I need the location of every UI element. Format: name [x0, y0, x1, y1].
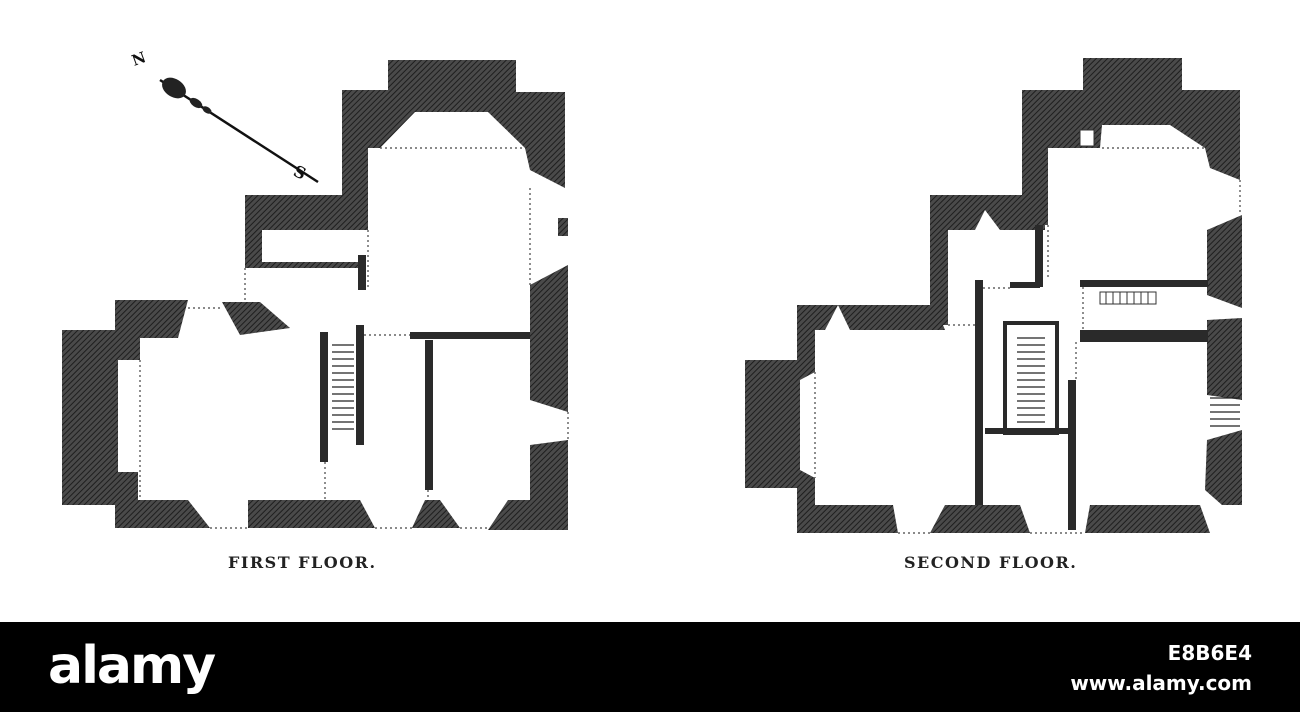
second-floor-staircase [1017, 337, 1045, 423]
second-floor-partition-5 [1035, 225, 1043, 287]
second-floor-partition-2 [1068, 380, 1076, 530]
site-url: www.alamy.com [1070, 671, 1252, 695]
first-floor-south-wall-b [412, 500, 460, 528]
first-floor-east-post [558, 218, 568, 236]
first-floor-partition-5 [358, 255, 366, 290]
first-floor-north-block-wall [342, 60, 565, 230]
watermark-footer [0, 622, 1300, 712]
second-floor-south-wall-b [1085, 505, 1210, 533]
brand-logo: alamy [48, 636, 216, 696]
second-floor-south-wall-a [930, 505, 1030, 533]
first-floor-south-wall-a [248, 500, 375, 528]
first-floor-openings [139, 147, 569, 529]
first-floor-plan [62, 60, 569, 530]
second-floor-openings [814, 147, 1241, 534]
first-floor-staircase [332, 344, 354, 430]
second-floor-closet-wall [930, 195, 1045, 325]
first-floor-partition-1 [320, 332, 328, 462]
first-floor-caption: FIRST FLOOR. [228, 553, 377, 572]
first-floor-partition-3 [410, 332, 530, 339]
second-floor-chimney-nub [1079, 129, 1095, 147]
first-floor-closet-wall [245, 195, 365, 268]
first-floor-west-bay-wall [62, 300, 210, 528]
first-floor-east-wall-lower [530, 265, 568, 412]
floor-plans-drawing [62, 58, 1242, 534]
first-floor-centre-wall [222, 302, 290, 335]
second-floor-north-block-wall [1022, 58, 1240, 225]
second-floor-west-bay-wall [745, 305, 898, 533]
compass-needle-icon [159, 77, 319, 184]
second-floor-plan [745, 58, 1242, 534]
image-code: E8B6E4 [1167, 641, 1252, 665]
second-floor-stair-frame [1003, 321, 1059, 435]
second-floor-partition-3 [1080, 280, 1208, 287]
second-floor-partition-1 [975, 280, 983, 505]
second-floor-east-wall-bottom [1205, 430, 1242, 505]
second-floor-caption: SECOND FLOOR. [904, 553, 1078, 572]
second-floor-partition-4 [1080, 330, 1208, 342]
first-floor-partition-2 [425, 340, 433, 490]
second-floor-east-wall-mid [1207, 215, 1242, 308]
first-floor-south-wall-c [488, 440, 568, 530]
second-floor-centre-wall [838, 305, 945, 330]
second-floor-corner-stair [1210, 397, 1240, 427]
floor-plans-figure: N S FIRST FLOOR. SECOND FLOOR. [62, 48, 1242, 572]
second-floor-shelf-slats [1105, 292, 1149, 304]
second-floor-partition-6 [1010, 282, 1040, 288]
second-floor-east-wall-lower [1207, 318, 1242, 400]
first-floor-partition-4 [356, 325, 364, 445]
second-floor-shelf [1099, 291, 1157, 305]
